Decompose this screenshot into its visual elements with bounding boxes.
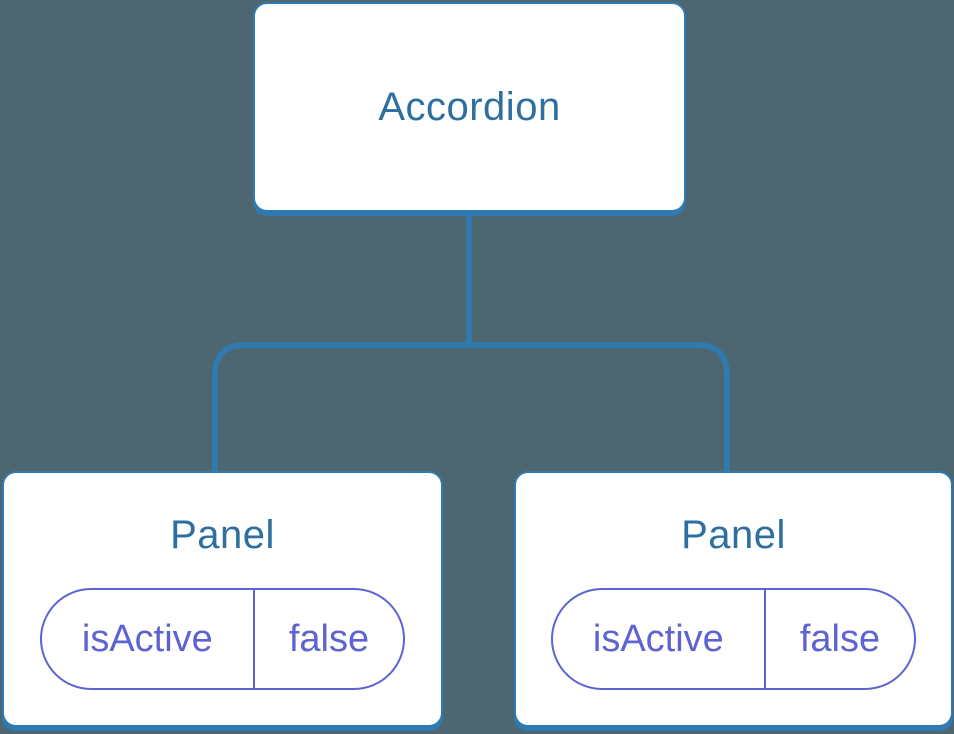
tree-node-accordion: Accordion	[253, 2, 686, 212]
panel-1-state-pill: isActive false	[39, 588, 406, 690]
accordion-node-label: Accordion	[378, 85, 561, 129]
panel-1-state-key: isActive	[81, 617, 213, 660]
panel-1-state-value: false	[252, 590, 403, 688]
panel-2-label: Panel	[681, 513, 786, 557]
panel-2-state-key: isActive	[592, 617, 724, 660]
panel-2-state-value: false	[763, 590, 914, 688]
panel-2-state-pill: isActive false	[550, 588, 917, 690]
panel-1-label: Panel	[170, 513, 275, 557]
tree-node-panel-2: Panel isActive false	[514, 471, 953, 727]
tree-node-panel-1: Panel isActive false	[2, 471, 443, 727]
connector-bracket	[212, 342, 730, 474]
